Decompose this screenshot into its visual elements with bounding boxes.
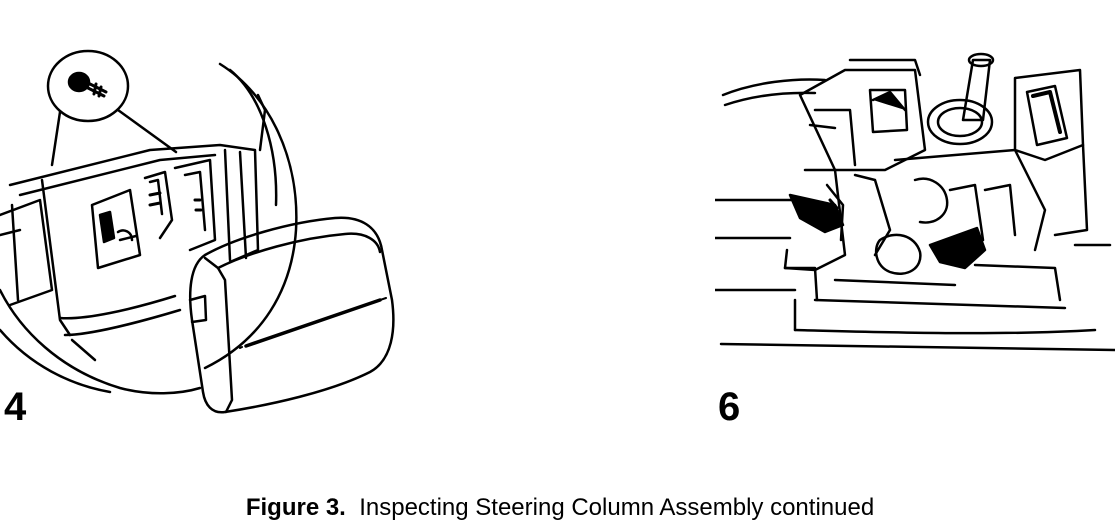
hub-mounting-plate bbox=[92, 190, 140, 268]
steering-shaft bbox=[963, 60, 990, 120]
airbag-removal-drawing bbox=[0, 0, 400, 440]
airbag-module bbox=[190, 218, 393, 413]
steering-column-drawing bbox=[715, 0, 1115, 440]
figure-label: Figure 3. bbox=[245, 494, 346, 521]
column-side-bracket bbox=[1015, 70, 1083, 160]
connector-arrow-left bbox=[790, 195, 843, 232]
step-number-4: 4 bbox=[4, 385, 27, 429]
connector-arrow-right bbox=[930, 228, 985, 268]
steering-wheel-rim bbox=[205, 64, 296, 368]
bolt-icon bbox=[69, 73, 106, 96]
steering-column-connectors-illustration bbox=[715, 0, 1115, 440]
step-number-6: 6 bbox=[718, 385, 741, 429]
figure-title: Inspecting Steering Column Assembly cont… bbox=[359, 494, 875, 521]
steering-wheel-airbag-removal-illustration bbox=[0, 0, 400, 440]
bolt-callout-circle bbox=[48, 51, 128, 121]
figure-caption: Figure 3. Inspecting Steering Column Ass… bbox=[0, 493, 1120, 523]
